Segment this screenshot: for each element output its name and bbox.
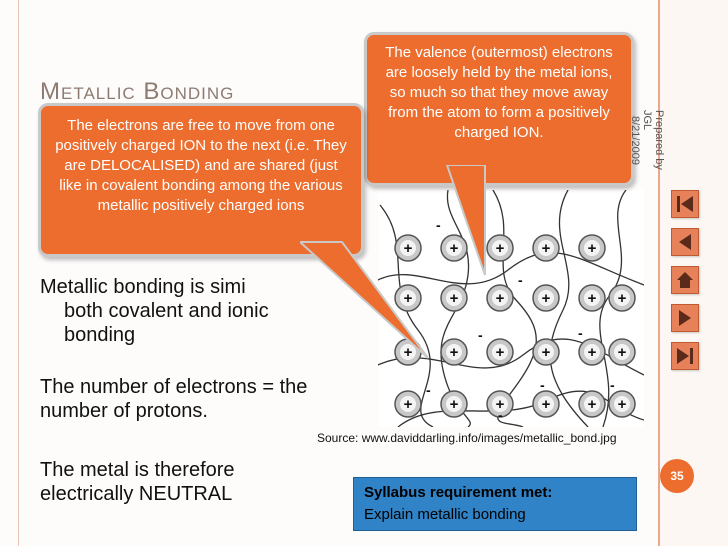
svg-text:+: + — [618, 344, 627, 361]
positive-ion: + — [394, 390, 422, 418]
callout-delocalised-electrons: The electrons are free to move from one … — [38, 103, 364, 257]
previous-slide-button[interactable] — [671, 228, 699, 256]
positive-ion: + — [440, 390, 468, 418]
left-frame-line — [18, 0, 19, 546]
positive-ion: + — [608, 390, 636, 418]
previous-slide-icon — [679, 234, 691, 250]
syllabus-requirement-text: Explain metallic bonding — [364, 506, 526, 523]
home-icon — [677, 272, 693, 288]
positive-ion: + — [440, 234, 468, 262]
positive-ion: + — [486, 284, 514, 312]
body-text-neutral: The metal is therefore electrically NEUT… — [40, 458, 340, 506]
svg-text:+: + — [542, 290, 551, 307]
positive-ion: + — [486, 234, 514, 262]
electron: - — [478, 327, 483, 343]
svg-text:+: + — [588, 290, 597, 307]
positive-ion: + — [440, 338, 468, 366]
electron: - — [436, 217, 441, 233]
svg-text:+: + — [588, 240, 597, 257]
positive-ion: + — [394, 284, 422, 312]
svg-text:+: + — [450, 240, 459, 257]
prepared-by-text: Prepared by JGL — [641, 110, 665, 170]
body-text-electron-proton-line-1: The number of electrons = the — [40, 376, 308, 398]
body-text-electron-proton-line-2: number of protons. — [40, 400, 208, 422]
svg-text:+: + — [450, 344, 459, 361]
svg-text:+: + — [404, 344, 413, 361]
positive-ion: + — [578, 234, 606, 262]
right-frame-line — [658, 0, 660, 546]
positive-ion: + — [532, 390, 560, 418]
electron: - — [610, 377, 615, 393]
svg-text:+: + — [404, 240, 413, 257]
positive-ion: + — [578, 284, 606, 312]
prepared-by-inner: Prepared by JGL 8/21/2009 — [629, 110, 665, 190]
positive-ion: + — [532, 284, 560, 312]
slide-title: Metallic Bonding — [40, 78, 235, 105]
callout-valence-pointer — [445, 165, 486, 276]
positive-ion: + — [532, 234, 560, 262]
svg-text:+: + — [496, 290, 505, 307]
next-slide-icon — [679, 310, 691, 326]
svg-text:+: + — [496, 240, 505, 257]
first-slide-icon — [677, 196, 693, 212]
positive-ion: + — [578, 338, 606, 366]
positive-ion: + — [486, 390, 514, 418]
body-text-similarity-line-3: bonding — [64, 324, 136, 346]
source-citation: Source: www.daviddarling.info/images/met… — [317, 431, 617, 445]
svg-text:+: + — [496, 396, 505, 413]
callout-valence-electrons: The valence (outermost) electrons are lo… — [364, 32, 634, 186]
electron: - — [540, 377, 545, 393]
next-slide-button[interactable] — [671, 304, 699, 332]
electron: - — [518, 272, 523, 288]
electron: - — [498, 407, 503, 423]
positive-ion: + — [394, 234, 422, 262]
callout-delocalised-electrons-text: The electrons are free to move from one … — [55, 117, 347, 214]
positive-ion: + — [486, 338, 514, 366]
syllabus-requirement-title: Syllabus requirement met: — [364, 484, 553, 501]
last-slide-button[interactable] — [671, 342, 699, 370]
callout-valence-electrons-text: The valence (outermost) electrons are lo… — [385, 44, 613, 141]
svg-text:+: + — [588, 344, 597, 361]
electron: - — [426, 382, 431, 398]
body-text-similarity: Metallic bonding is simi both covalent a… — [40, 275, 340, 347]
body-text-neutral-line-2: electrically NEUTRAL — [40, 483, 233, 505]
body-text-similarity-line-2: both covalent and ionic — [64, 300, 269, 322]
body-text-electron-proton: The number of electrons = the number of … — [40, 375, 370, 423]
prepared-date-text: 8/21/2009 — [629, 116, 641, 165]
page-number-badge: 35 — [660, 459, 694, 493]
positive-ion: + — [608, 338, 636, 366]
callout-delocalised-pointer — [300, 241, 429, 359]
metallic-bond-diagram: +++++++++++++++++++++++-------- — [378, 190, 644, 427]
first-slide-button[interactable] — [671, 190, 699, 218]
positive-ion: + — [578, 390, 606, 418]
svg-text:+: + — [404, 396, 413, 413]
home-button[interactable] — [671, 266, 699, 294]
svg-text:+: + — [618, 290, 627, 307]
body-text-neutral-line-1: The metal is therefore — [40, 459, 235, 481]
svg-text:+: + — [542, 396, 551, 413]
positive-ion: + — [608, 284, 636, 312]
svg-text:+: + — [588, 396, 597, 413]
svg-text:+: + — [450, 396, 459, 413]
electron: - — [578, 325, 583, 341]
svg-text:+: + — [450, 290, 459, 307]
svg-text:+: + — [618, 396, 627, 413]
svg-text:+: + — [542, 240, 551, 257]
positive-ion: + — [440, 284, 468, 312]
positive-ion: + — [532, 338, 560, 366]
last-slide-icon — [677, 348, 693, 364]
body-text-similarity-line-1: Metallic bonding is simi — [40, 276, 246, 298]
svg-text:+: + — [404, 290, 413, 307]
svg-text:+: + — [496, 344, 505, 361]
svg-text:+: + — [542, 344, 551, 361]
prepared-by-label: Prepared by JGL 8/21/2009 — [629, 110, 707, 190]
syllabus-requirement-box: Syllabus requirement met: Explain metall… — [353, 477, 637, 531]
